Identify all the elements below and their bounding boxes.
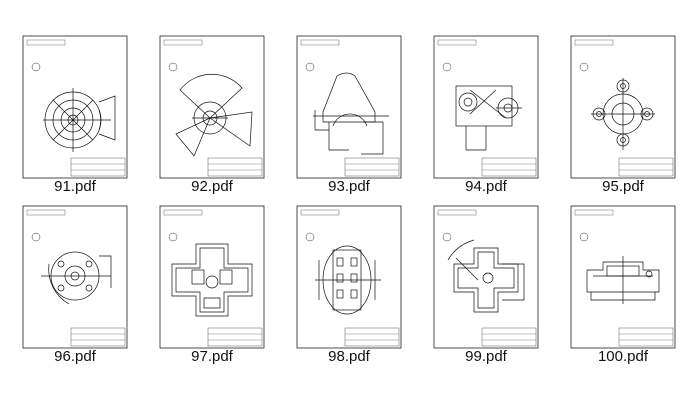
- file-name: 94.pdf: [465, 178, 507, 195]
- file-item-99[interactable]: 99.pdf: [426, 200, 546, 370]
- file-item-94[interactable]: 94.pdf: [426, 30, 546, 200]
- pdf-thumbnail-95: [570, 35, 676, 179]
- file-name: 96.pdf: [54, 348, 96, 365]
- file-item-96[interactable]: 96.pdf: [15, 200, 135, 370]
- file-item-100[interactable]: 100.pdf: [563, 200, 683, 370]
- file-item-95[interactable]: 95.pdf: [563, 30, 683, 200]
- file-name: 93.pdf: [328, 178, 370, 195]
- pdf-thumbnail-99: [433, 205, 539, 349]
- pdf-thumbnail-98: [296, 205, 402, 349]
- file-name: 95.pdf: [602, 178, 644, 195]
- pdf-thumbnail-96: [22, 205, 128, 349]
- pdf-thumbnail-92: [159, 35, 265, 179]
- file-name: 92.pdf: [191, 178, 233, 195]
- file-item-93[interactable]: 93.pdf: [289, 30, 409, 200]
- pdf-thumbnail-100: [570, 205, 676, 349]
- pdf-thumbnail-91: [22, 35, 128, 179]
- file-name: 91.pdf: [54, 178, 96, 195]
- file-item-92[interactable]: 92.pdf: [152, 30, 272, 200]
- file-name: 98.pdf: [328, 348, 370, 365]
- file-name: 100.pdf: [597, 348, 649, 365]
- file-item-97[interactable]: 97.pdf: [152, 200, 272, 370]
- file-item-91[interactable]: 91.pdf: [15, 30, 135, 200]
- pdf-thumbnail-97: [159, 205, 265, 349]
- file-name: 97.pdf: [191, 348, 233, 365]
- pdf-thumbnail-94: [433, 35, 539, 179]
- file-item-98[interactable]: 98.pdf: [289, 200, 409, 370]
- file-name: 99.pdf: [465, 348, 507, 365]
- pdf-thumbnail-93: [296, 35, 402, 179]
